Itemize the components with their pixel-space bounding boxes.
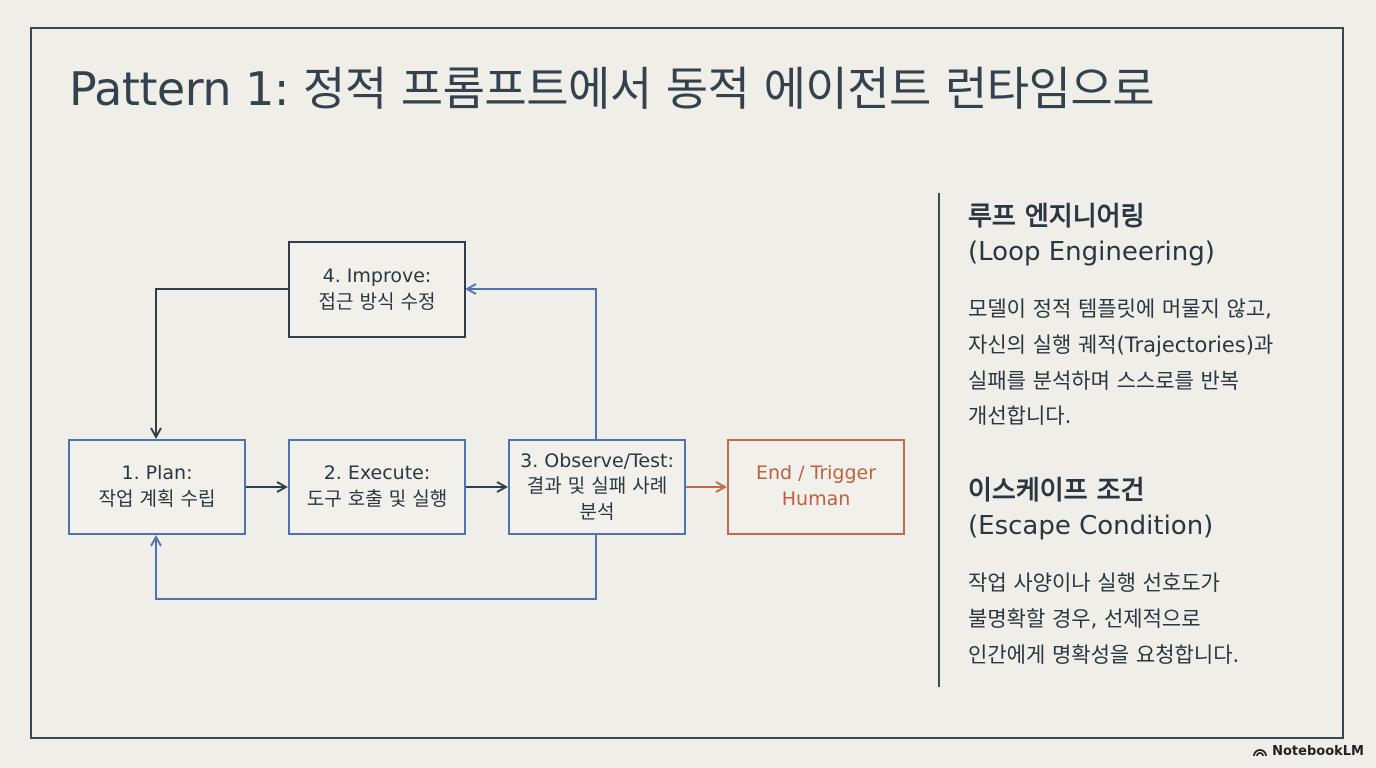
node-improve-title: 4. Improve: — [322, 264, 432, 287]
page-title: Pattern 1: 정적 프롬프트에서 동적 에이전트 런타임으로 — [69, 62, 1155, 116]
notebooklm-badge: NotebookLM — [1253, 744, 1364, 759]
loop-body-line: 자신의 실행 궤적(Trajectories)과 — [968, 332, 1274, 357]
arrow-observe-to-improve — [467, 289, 597, 439]
node-execute-desc: 도구 호출 및 실행 — [306, 488, 448, 510]
loop-body-line: 모델이 정적 템플릿에 머물지 않고, — [968, 297, 1272, 322]
node-execute-title: 2. Execute: — [323, 462, 431, 485]
loop-engineering-heading: 루프 엔지니어링 — [968, 202, 1145, 232]
node-observe-title: 3. Observe/Test: — [520, 449, 674, 472]
escape-body-line: 불명확할 경우, 선제적으로 — [968, 606, 1201, 631]
node-plan: 1. Plan: 작업 계획 수립 — [68, 439, 246, 535]
escape-condition-subheading: (Escape Condition) — [968, 511, 1214, 542]
escape-condition-heading: 이스케이프 조건 — [968, 476, 1145, 506]
escape-condition-section: 이스케이프 조건 (Escape Condition) 작업 사양이나 실행 선… — [968, 474, 1328, 673]
slide-frame — [30, 27, 1344, 739]
notebooklm-label: NotebookLM — [1272, 744, 1364, 759]
escape-body-line: 인간에게 명확성을 요청합니다. — [968, 642, 1240, 667]
escape-body-line: 작업 사양이나 실행 선호도가 — [968, 571, 1220, 596]
node-improve-desc: 접근 방식 수정 — [318, 290, 436, 313]
node-observe-desc: 결과 및 실패 사례 — [526, 475, 668, 498]
node-execute: 2. Execute: 도구 호출 및 실행 — [288, 439, 466, 535]
loop-body-line: 개선합니다. — [968, 404, 1072, 429]
notebooklm-logo-icon — [1253, 748, 1268, 756]
node-plan-title: 1. Plan: — [121, 462, 193, 485]
node-improve: 4. Improve: 접근 방식 수정 — [288, 241, 466, 338]
loop-engineering-subheading: (Loop Engineering) — [968, 237, 1215, 268]
node-plan-desc: 작업 계획 수립 — [98, 488, 216, 510]
node-end-line2: Human — [781, 488, 851, 510]
node-observe: 3. Observe/Test: 결과 및 실패 사례 분석 — [508, 439, 686, 535]
node-end-line1: End / Trigger — [755, 462, 877, 485]
arrow-improve-to-plan — [156, 288, 289, 437]
arrow-observe-to-plan — [156, 535, 597, 600]
node-end-trigger: End / Trigger Human — [727, 439, 905, 535]
loop-engineering-section: 루프 엔지니어링 (Loop Engineering) 모델이 정적 템플릿에 … — [968, 200, 1328, 435]
loop-body-line: 실패를 분석하며 스스로를 반복 — [968, 368, 1240, 393]
sidebar-divider — [938, 193, 940, 687]
node-observe-desc-2: 분석 — [579, 500, 615, 523]
